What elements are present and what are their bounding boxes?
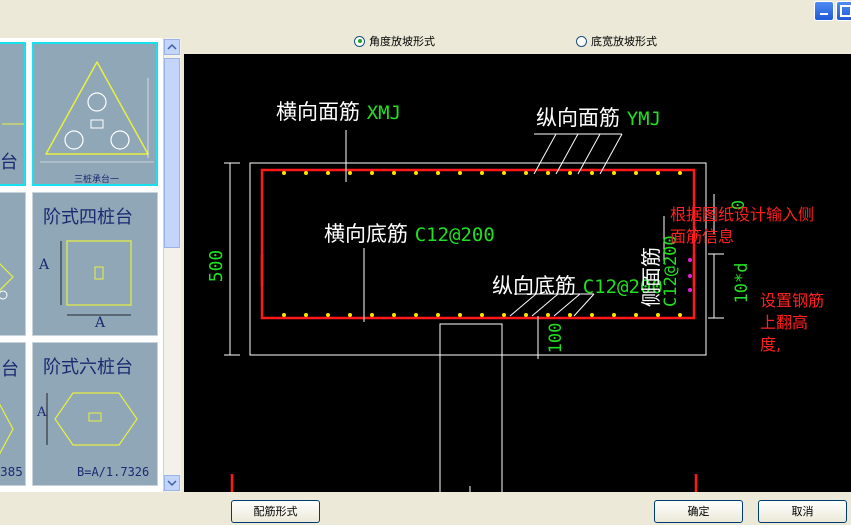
gallery-card-4[interactable]: 阶式四桩台 A A xyxy=(32,192,158,336)
note-lap-height: 设置钢筋 上翻高 度, xyxy=(760,290,824,356)
card-6-dim-a: A xyxy=(37,405,47,420)
note2-line1: 设置钢筋 xyxy=(760,291,825,310)
maximize-icon xyxy=(840,5,851,17)
six-pile-cap-drawing xyxy=(46,392,138,446)
maximize-button[interactable] xyxy=(836,1,851,21)
minimize-button[interactable] xyxy=(814,1,834,21)
zong-mian-text: 纵向面筋 xyxy=(536,106,620,130)
note-side-rebar: 根据图纸设计输入侧 面筋信息 xyxy=(670,204,814,248)
card-3-drawing xyxy=(0,263,14,300)
card-6-title: 阶式六桩台 xyxy=(43,357,133,378)
dim-bottom-text: 100 xyxy=(546,322,566,354)
heng-mian-code: XMJ xyxy=(366,102,402,124)
card-4-dim-a2: A xyxy=(95,315,106,331)
scroll-up-button[interactable] xyxy=(164,39,180,55)
rebar-form-button[interactable]: 配筋形式 xyxy=(231,500,320,523)
chevron-up-icon xyxy=(167,43,177,50)
card-4-dim-a: A xyxy=(39,257,50,273)
heng-di-text: 横向底筋 xyxy=(324,222,408,246)
dim-height: 500 xyxy=(206,244,230,288)
gallery-card-5[interactable]: 台 385 xyxy=(0,342,26,486)
label-side: 侧面筋 C12@200 xyxy=(622,187,681,310)
zong-mian-code: YMJ xyxy=(626,108,662,130)
ok-button[interactable]: 确定 xyxy=(654,500,743,523)
label-heng-di: 横向底筋 C12@200 xyxy=(324,218,495,248)
note2-line2: 上翻高 xyxy=(760,313,809,332)
radio-width-slope-label: 底宽放坡形式 xyxy=(591,35,657,48)
pile-cap-gallery: 台 三桩承台一 阶式四桩台 A A 台 xyxy=(0,38,163,492)
side-label-rotated: 侧面筋 xyxy=(635,187,663,307)
dim-bottom: 100 xyxy=(546,318,566,358)
radio-angle-slope-label: 角度放坡形式 xyxy=(369,35,435,48)
cancel-button[interactable]: 取消 xyxy=(758,500,847,523)
gallery-card-2[interactable]: 三桩承台一 xyxy=(32,42,158,186)
slope-form-options: 角度放坡形式 底宽放坡形式 xyxy=(184,24,851,54)
label-heng-mian: 横向面筋 XMJ xyxy=(276,96,401,126)
card-5-label: 台 xyxy=(1,359,19,380)
scroll-thumb[interactable] xyxy=(164,58,180,248)
note1-line1: 根据图纸设计输入侧 xyxy=(670,205,815,224)
card-5-drawing xyxy=(0,403,14,455)
label-zong-di: 纵向底筋 C12@200 xyxy=(492,270,663,300)
card-6-formula: B=A/1.7326 xyxy=(77,465,150,479)
radio-button-selected[interactable] xyxy=(354,35,365,47)
rebar-drawing-canvas: 横向面筋 XMJ 纵向面筋 YMJ 横向底筋 C12@200 纵向底筋 C12@… xyxy=(184,54,851,492)
dim-lap: 10*d xyxy=(732,252,754,314)
title-bar xyxy=(0,0,851,24)
note1-line2: 面筋信息 xyxy=(670,227,735,246)
note2-line3: 度, xyxy=(760,335,782,354)
gallery-scrollbar[interactable] xyxy=(163,38,181,492)
four-pile-cap-drawing xyxy=(60,240,132,316)
chevron-down-icon xyxy=(167,480,177,487)
label-zong-mian: 纵向面筋 YMJ xyxy=(536,102,661,132)
radio-width-slope[interactable]: 底宽放坡形式 xyxy=(576,33,657,49)
zong-di-text: 纵向底筋 xyxy=(492,274,576,298)
cad-drawing xyxy=(224,130,724,492)
scroll-down-button[interactable] xyxy=(164,475,180,491)
card-1-label: 台 xyxy=(0,152,18,173)
card-4-title: 阶式四桩台 xyxy=(43,207,133,228)
dim-height-text: 500 xyxy=(206,249,227,283)
gallery-card-3[interactable] xyxy=(0,192,26,336)
zong-di-code: C12@200 xyxy=(582,276,663,298)
three-pile-cap-drawing xyxy=(40,61,154,163)
heng-mian-text: 横向面筋 xyxy=(276,100,360,124)
card-2-label: 三桩承台一 xyxy=(74,175,120,185)
minimize-icon xyxy=(820,13,828,15)
radio-angle-slope[interactable]: 角度放坡形式 xyxy=(354,33,435,49)
side-text: 侧面筋 xyxy=(639,247,663,307)
gallery-card-1[interactable]: 台 xyxy=(0,42,26,186)
heng-di-code: C12@200 xyxy=(414,224,495,246)
radio-button[interactable] xyxy=(576,35,587,47)
dim-lap-text: 10*d xyxy=(732,262,752,304)
gallery-card-6[interactable]: 阶式六桩台 A B=A/1.7326 xyxy=(32,342,158,486)
card-1-drawing xyxy=(2,123,24,125)
card-5-number: 385 xyxy=(0,465,23,479)
